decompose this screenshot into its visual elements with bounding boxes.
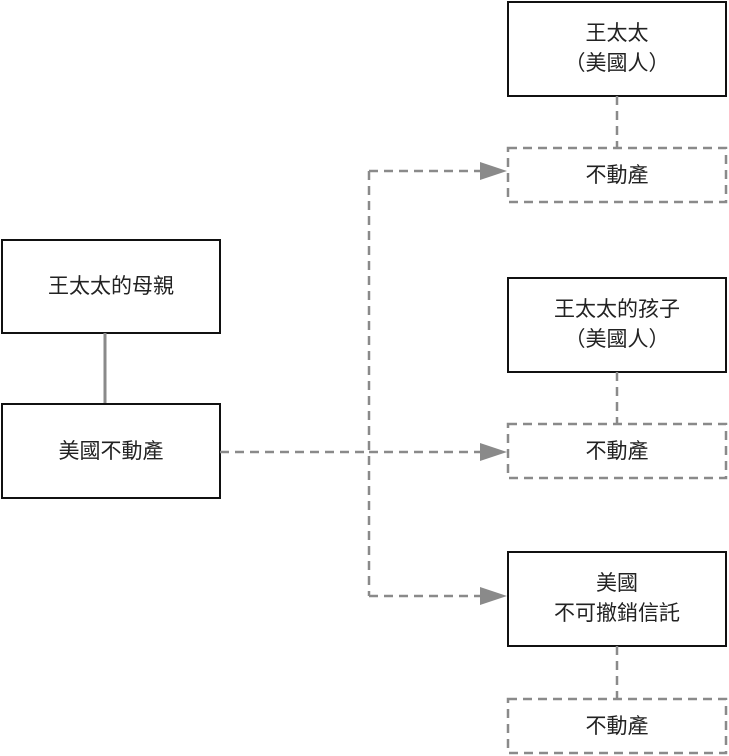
trust-asset-node: 不動產 xyxy=(506,697,728,755)
trust-asset-label: 不動產 xyxy=(586,714,649,738)
child-asset-label: 不動產 xyxy=(586,439,649,463)
child-nationality: （美國人） xyxy=(565,327,670,351)
child-name: 王太太的孩子 xyxy=(554,297,680,321)
mrs-wang-nationality: （美國人） xyxy=(565,51,670,75)
child-node: 王太太的孩子 （美國人） xyxy=(507,277,727,373)
transfer-connectors xyxy=(220,162,507,605)
arrowhead-child xyxy=(480,443,507,461)
mrs-wang-name: 王太太 xyxy=(586,21,649,45)
mrs-wang-node: 王太太 （美國人） xyxy=(507,1,727,97)
mother-label: 王太太的母親 xyxy=(48,274,174,298)
trust-country: 美國 xyxy=(596,571,638,595)
arrowhead-mrs-wang xyxy=(480,162,507,180)
trust-type: 不可撤銷信託 xyxy=(554,601,680,625)
us-property-label: 美國不動產 xyxy=(59,439,164,463)
mother-node: 王太太的母親 xyxy=(1,239,221,334)
arrowhead-trust xyxy=(480,587,507,605)
us-property-node: 美國不動產 xyxy=(1,403,221,499)
trust-node: 美國 不可撤銷信託 xyxy=(507,551,727,647)
child-asset-node: 不動產 xyxy=(506,422,728,480)
mrs-wang-asset-node: 不動產 xyxy=(506,146,728,204)
mrs-wang-asset-label: 不動產 xyxy=(586,163,649,187)
